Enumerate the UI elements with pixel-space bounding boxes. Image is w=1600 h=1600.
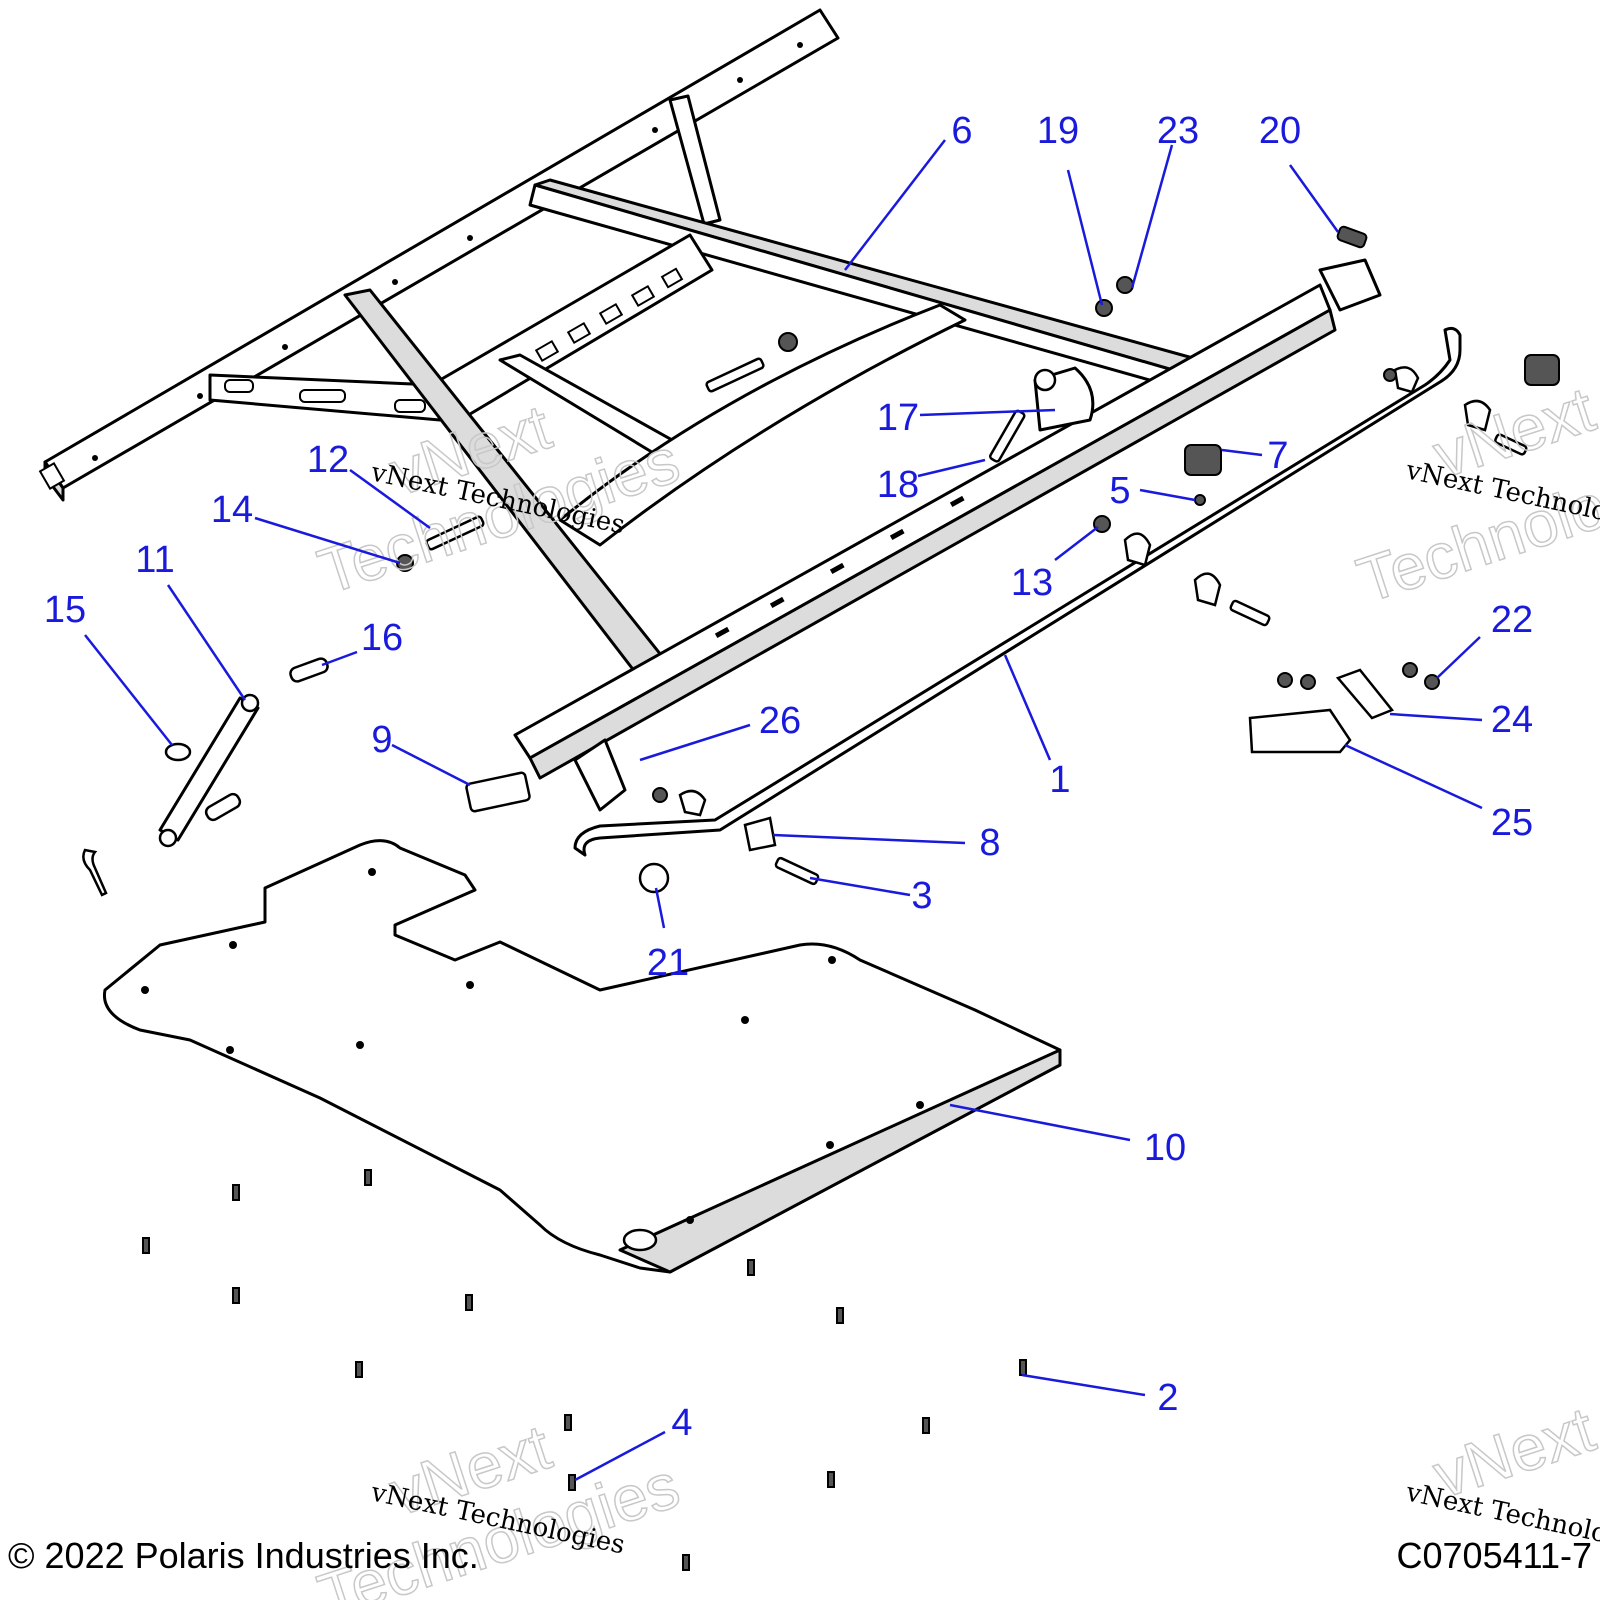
nut-icon — [1383, 368, 1397, 382]
right-rail-slots — [714, 495, 965, 639]
callout-19: 19 — [1037, 110, 1079, 152]
bolt-icon — [1229, 599, 1271, 627]
bushing-icon — [678, 789, 707, 817]
callout-26: 26 — [759, 700, 801, 742]
bushing-icon — [1393, 366, 1420, 394]
bolt-icon — [705, 357, 765, 393]
fastener-icon — [1424, 674, 1440, 690]
callout-15: 15 — [44, 589, 86, 631]
callout-labels: 1 2 3 4 5 6 7 8 9 10 11 12 13 14 15 16 1… — [44, 110, 1533, 1444]
bushing-icon — [465, 771, 531, 813]
washer-icon — [1095, 299, 1113, 317]
callout-20: 20 — [1259, 110, 1301, 152]
leader-lines — [84, 139, 1483, 1482]
bracket-icon — [743, 816, 777, 852]
fastener-icon — [1336, 225, 1368, 249]
callout-4: 4 — [671, 1402, 692, 1444]
fastener-icon — [1194, 494, 1206, 506]
sway-bar — [573, 326, 1462, 857]
diagram-code: C0705411-7 — [1397, 1535, 1593, 1576]
callout-8: 8 — [979, 822, 1000, 864]
callout-6: 6 — [951, 110, 972, 152]
cotter-pin-icon — [82, 848, 108, 897]
bolt-icon — [425, 515, 485, 551]
callout-1: 1 — [1049, 759, 1070, 801]
bushing-icon — [1463, 399, 1492, 432]
hardware — [82, 225, 1560, 1571]
nut-icon — [652, 787, 668, 803]
callout-23: 23 — [1157, 110, 1199, 152]
callout-11: 11 — [135, 539, 174, 581]
bolt-icon — [774, 856, 820, 886]
callout-14: 14 — [211, 489, 253, 531]
callout-12: 12 — [307, 439, 349, 481]
fastener-icon — [1300, 674, 1316, 690]
callout-3: 3 — [911, 875, 932, 917]
callout-13: 13 — [1011, 562, 1053, 604]
callout-2: 2 — [1157, 1377, 1178, 1419]
callout-18: 18 — [877, 464, 919, 506]
callout-17: 17 — [877, 397, 919, 439]
plate-icon — [1335, 668, 1395, 720]
callout-10: 10 — [1144, 1127, 1186, 1169]
callout-24: 24 — [1491, 699, 1533, 741]
callout-25: 25 — [1491, 802, 1533, 844]
bushing-icon — [1193, 572, 1222, 607]
gas-strut-icon — [158, 693, 260, 848]
callout-9: 9 — [371, 719, 392, 761]
clip-icon — [164, 742, 192, 762]
rail-holes — [92, 42, 803, 461]
frame-assembly — [38, 8, 1382, 812]
bumper-icon — [1184, 444, 1222, 476]
callout-22: 22 — [1491, 599, 1533, 641]
callout-7: 7 — [1267, 435, 1288, 477]
bushing-icon — [1123, 532, 1152, 567]
pin-icon — [289, 657, 329, 683]
bolt-icon — [1494, 433, 1528, 456]
copyright-text: © 2022 Polaris Industries Inc. — [8, 1535, 479, 1576]
nut-icon — [778, 332, 798, 352]
callout-5: 5 — [1109, 470, 1130, 512]
bracket-icon — [1248, 708, 1352, 754]
bumper-icon — [638, 862, 670, 894]
pin-icon — [204, 792, 242, 822]
washer-icon — [1033, 368, 1057, 392]
skid-plate-holes — [141, 868, 924, 1224]
callout-16: 16 — [361, 617, 403, 659]
bumper-icon — [1524, 354, 1560, 386]
fastener-icon — [1402, 662, 1418, 678]
nut-icon — [1116, 276, 1134, 294]
screw-icons — [142, 1169, 1027, 1571]
fastener-icon — [1277, 672, 1293, 688]
callout-21: 21 — [647, 942, 689, 984]
